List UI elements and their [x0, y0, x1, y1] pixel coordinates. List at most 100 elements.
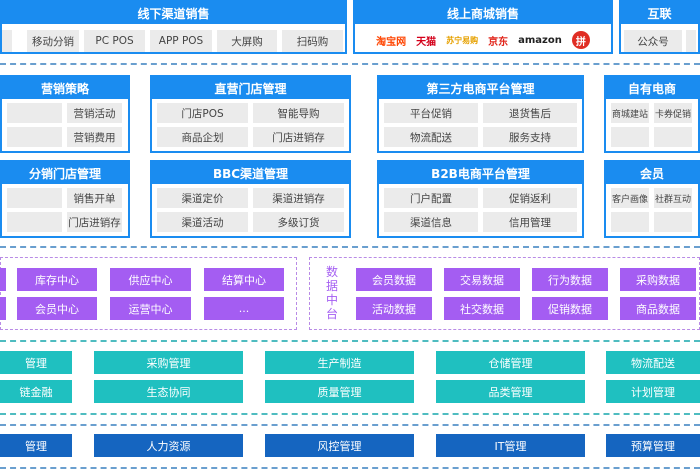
tmall-logo: 天猫 — [416, 36, 437, 48]
suning-logo: 苏宁易购 — [446, 35, 479, 45]
channel-item[interactable] — [686, 30, 696, 52]
supply-item[interactable]: 管理 — [0, 351, 72, 374]
business-item[interactable]: 会员中心 — [17, 297, 97, 320]
business-item[interactable]: 库存中心 — [17, 268, 97, 291]
module-title: 营销策略 — [2, 77, 128, 99]
channel-item[interactable]: 扫码购 — [282, 30, 343, 52]
module-item[interactable] — [654, 212, 692, 232]
channel-item[interactable]: PC POS — [84, 30, 145, 52]
panel-title: 互联 — [621, 2, 698, 24]
module-item[interactable]: 服务支持 — [483, 127, 577, 147]
supply-item[interactable]: 计划管理 — [606, 380, 700, 403]
channel-item[interactable]: 公众号 — [624, 30, 682, 52]
supply-item[interactable]: 链金融 — [0, 380, 72, 403]
module-item[interactable]: 信用管理 — [483, 212, 577, 232]
divider — [0, 340, 700, 342]
online-sales-panel: 线上商城销售 淘宝网 天猫 苏宁易购 京东 amazon 拼 — [353, 0, 613, 54]
module-item[interactable]: 商品企划 — [157, 127, 248, 147]
mgmt-item[interactable]: 人力资源 — [94, 434, 243, 457]
data-item[interactable]: 商品数据 — [620, 297, 696, 320]
module-item[interactable] — [7, 188, 62, 208]
data-item[interactable]: 采购数据 — [620, 268, 696, 291]
divider — [0, 413, 700, 415]
module-item[interactable]: 渠道活动 — [157, 212, 248, 232]
data-item[interactable]: 会员数据 — [356, 268, 432, 291]
module-item[interactable]: 社群互动 — [654, 188, 692, 208]
panel-title: 线下渠道销售 — [2, 2, 345, 24]
supply-item[interactable]: 物流配送 — [606, 351, 700, 374]
module-item[interactable]: 商城建站 — [611, 103, 649, 123]
module-item[interactable] — [611, 212, 649, 232]
module-item[interactable]: 门店POS — [157, 103, 248, 123]
offline-sales-panel: 线下渠道销售 移动分销 PC POS APP POS 大屏购 扫码购 — [0, 0, 347, 54]
data-item[interactable]: 促销数据 — [532, 297, 608, 320]
divider — [0, 424, 700, 426]
module-title: BBC渠道管理 — [152, 162, 349, 184]
module-item[interactable]: 渠道信息 — [384, 212, 478, 232]
data-item[interactable]: 社交数据 — [444, 297, 520, 320]
channel-item[interactable]: APP POS — [150, 30, 212, 52]
internet-panel: 互联 公众号 — [619, 0, 700, 54]
business-item[interactable]: 结算中心 — [204, 268, 284, 291]
module-item[interactable]: 营销活动 — [67, 103, 122, 123]
business-item[interactable] — [0, 268, 6, 291]
module-item[interactable]: 门户配置 — [384, 188, 478, 208]
business-item[interactable]: 运营中心 — [110, 297, 191, 320]
module-item[interactable]: 物流配送 — [384, 127, 478, 147]
business-item[interactable]: ... — [204, 297, 284, 320]
data-item[interactable]: 行为数据 — [532, 268, 608, 291]
platform-logos: 淘宝网 天猫 苏宁易购 京东 amazon 拼 — [355, 28, 611, 52]
module-item[interactable]: 销售开单 — [67, 188, 122, 208]
supply-item[interactable]: 品类管理 — [436, 380, 585, 403]
divider — [0, 246, 700, 248]
data-item[interactable]: 交易数据 — [444, 268, 520, 291]
mgmt-item[interactable]: 管理 — [0, 434, 72, 457]
business-center-panel — [0, 257, 297, 330]
data-center-label: 数据中台 — [325, 265, 338, 321]
module-item[interactable] — [611, 127, 649, 147]
module-item[interactable]: 促销返利 — [483, 188, 577, 208]
amazon-logo: amazon — [518, 34, 562, 46]
channel-item[interactable]: 移动分销 — [27, 30, 79, 52]
supply-item[interactable]: 生态协同 — [94, 380, 243, 403]
mgmt-item[interactable]: 预算管理 — [606, 434, 700, 457]
module-item[interactable]: 渠道定价 — [157, 188, 248, 208]
channel-item[interactable]: 大屏购 — [217, 30, 277, 52]
data-item[interactable]: 活动数据 — [356, 297, 432, 320]
module-panel: 第三方电商平台管理平台促销退货售后物流配送服务支持 — [377, 75, 584, 153]
module-item[interactable]: 营销费用 — [67, 127, 122, 147]
module-item[interactable] — [7, 103, 62, 123]
module-title: 会员 — [606, 162, 698, 184]
module-item[interactable]: 平台促销 — [384, 103, 478, 123]
module-panel: 营销策略营销活动营销费用 — [0, 75, 130, 153]
supply-item[interactable]: 采购管理 — [94, 351, 243, 374]
module-item[interactable]: 渠道进销存 — [253, 188, 344, 208]
channel-item[interactable] — [2, 30, 12, 52]
module-item[interactable]: 门店进销存 — [253, 127, 344, 147]
supply-item[interactable]: 质量管理 — [265, 380, 414, 403]
divider — [0, 63, 700, 65]
module-title: 第三方电商平台管理 — [379, 77, 582, 99]
module-item[interactable]: 客户画像 — [611, 188, 649, 208]
module-panel: B2B电商平台管理门户配置促销返利渠道信息信用管理 — [377, 160, 584, 238]
module-item[interactable] — [654, 127, 692, 147]
mgmt-item[interactable]: IT管理 — [436, 434, 585, 457]
business-item[interactable] — [0, 297, 6, 320]
mgmt-item[interactable]: 风控管理 — [265, 434, 414, 457]
module-title: 自有电商 — [606, 77, 698, 99]
module-panel: 自有电商商城建站卡券促销 — [604, 75, 700, 153]
taobao-logo: 淘宝网 — [376, 36, 407, 48]
module-item[interactable] — [7, 212, 62, 232]
module-item[interactable]: 多级订货 — [253, 212, 344, 232]
module-item[interactable]: 智能导购 — [253, 103, 344, 123]
module-panel: BBC渠道管理渠道定价渠道进销存渠道活动多级订货 — [150, 160, 351, 238]
module-item[interactable]: 退货售后 — [483, 103, 577, 123]
module-item[interactable]: 门店进销存 — [67, 212, 122, 232]
module-panel: 分销门店管理销售开单门店进销存 — [0, 160, 130, 238]
supply-item[interactable]: 仓储管理 — [436, 351, 585, 374]
module-item[interactable] — [7, 127, 62, 147]
business-item[interactable]: 供应中心 — [110, 268, 191, 291]
supply-item[interactable]: 生产制造 — [265, 351, 414, 374]
module-item[interactable]: 卡券促销 — [654, 103, 692, 123]
module-title: B2B电商平台管理 — [379, 162, 582, 184]
